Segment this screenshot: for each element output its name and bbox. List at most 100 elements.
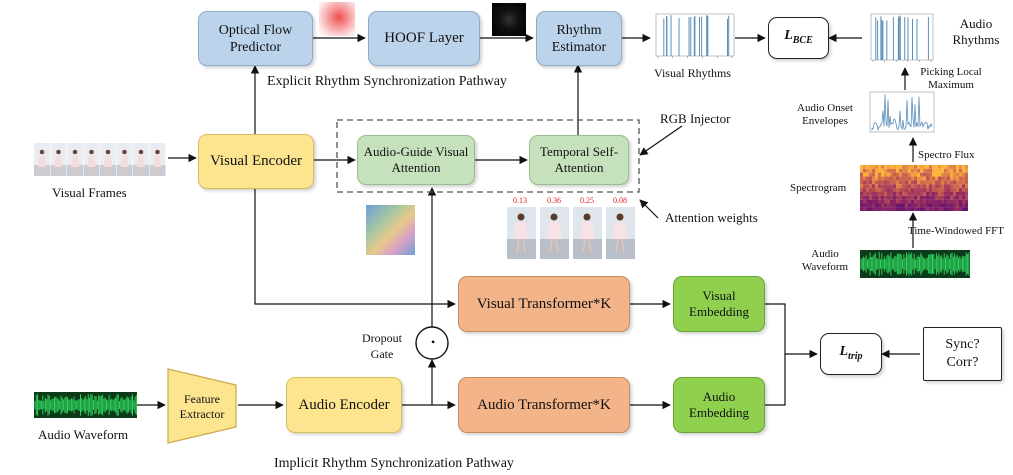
dancer-head	[39, 149, 45, 155]
spectrogram-cell	[941, 188, 945, 192]
spectrogram-cell	[896, 184, 900, 189]
spectrogram-cell	[929, 203, 933, 208]
frame-floor	[83, 165, 100, 176]
spectrogram-cell	[887, 184, 891, 189]
bce-loss-sub: BCE	[792, 34, 813, 46]
att-frame-floor	[606, 239, 635, 259]
spectrogram-cell	[914, 188, 918, 192]
spectrogram-cell	[872, 176, 876, 181]
spectrogram-cell	[941, 199, 945, 204]
spectrogram-cell	[878, 199, 882, 204]
spectrogram-cell	[902, 184, 906, 189]
attention-weight-1: 0.13	[513, 196, 527, 205]
spectrogram-cell	[953, 203, 957, 208]
spectrogram-cell	[920, 172, 924, 177]
dancer-head	[56, 149, 61, 155]
spectrogram-cell	[899, 188, 903, 192]
spectrogram-cell	[908, 168, 912, 173]
spectrogram-cell	[884, 188, 888, 192]
spectrogram-cell	[932, 184, 936, 189]
spectrogram-cell	[956, 199, 960, 204]
spectrogram-cell	[953, 184, 957, 189]
corr-label: Corr?	[946, 355, 979, 370]
spectrogram-cell	[860, 168, 864, 173]
spectrogram-cell	[926, 168, 930, 173]
spectrogram-cell	[893, 180, 897, 185]
spectrogram-cell	[959, 188, 963, 192]
spectrogram-cell	[944, 180, 948, 185]
dancer-leg	[39, 166, 42, 175]
spectrogram-cell	[911, 207, 915, 211]
spectrogram-cell	[890, 195, 894, 200]
spectrogram-cell	[869, 191, 873, 196]
spectrogram-cell	[869, 184, 873, 189]
spectrogram-cell	[914, 199, 918, 204]
spectrogram-cell	[929, 172, 933, 177]
spectrogram-cell	[944, 165, 948, 169]
spectrogram-cell	[935, 168, 939, 173]
dancer-leg	[108, 166, 111, 175]
audio-waveform-right-label: Audio Waveform	[801, 248, 849, 273]
spectrogram-cell	[875, 199, 879, 204]
spectrogram-cell	[890, 188, 894, 192]
spectrogram-cell	[899, 168, 903, 173]
spectrogram-cell	[914, 172, 918, 177]
spectrogram-cell	[923, 176, 927, 181]
frame-floor	[133, 165, 149, 176]
att-dancer-leg	[588, 238, 592, 254]
spectrogram-cell	[872, 165, 876, 169]
spectrogram-cell	[869, 195, 873, 200]
spectrogram-cell	[899, 195, 903, 200]
spectrogram-cell	[872, 203, 876, 208]
spectrogram-cell	[878, 184, 882, 189]
spectrogram-cell	[956, 165, 960, 169]
spectrogram-cell	[884, 180, 888, 185]
spectrogram-cell	[911, 191, 915, 196]
spectrogram-cell	[947, 207, 951, 211]
spectrogram-cell	[860, 188, 864, 192]
spectrogram-cell	[887, 188, 891, 192]
spectrogram-cell	[896, 188, 900, 192]
spectrogram-cell	[863, 199, 867, 204]
spectrogram-cell	[869, 207, 873, 211]
spectrogram-cell	[956, 176, 960, 181]
spectrogram-cell	[881, 203, 885, 208]
spectrogram-cell	[938, 203, 942, 208]
spectrogram-cell	[884, 165, 888, 169]
spectrogram-cell	[872, 188, 876, 192]
dancer-leg	[155, 166, 157, 175]
spectrogram-cell	[944, 168, 948, 173]
spectrogram-cell	[962, 203, 966, 208]
spectrogram-cell	[932, 188, 936, 192]
spectrogram-cell	[950, 191, 954, 196]
spectrogram-cell	[887, 168, 891, 173]
att-dancer-head	[550, 213, 558, 221]
spectrogram-cell	[899, 191, 903, 196]
att-dancer-head	[517, 213, 525, 221]
spectrogram-cell	[962, 191, 966, 196]
audio-waveform-left-image	[34, 392, 137, 418]
spectrogram-cell	[953, 180, 957, 185]
spectrogram-cell	[908, 203, 912, 208]
spectrogram-cell	[878, 191, 882, 196]
spectrogram-cell	[956, 168, 960, 173]
spectrogram-cell	[905, 207, 909, 211]
spectrogram-cell	[935, 184, 939, 189]
spectrogram-cell	[932, 195, 936, 200]
rgb-injector-region	[336, 119, 640, 193]
spectrogram-cell	[902, 188, 906, 192]
spectrogram-cell	[902, 168, 906, 173]
spectrogram-cell	[887, 176, 891, 181]
spectrogram-cell	[881, 207, 885, 211]
spectrogram-cell	[881, 195, 885, 200]
att-dancer-head	[616, 213, 624, 221]
spectrogram-cell	[920, 168, 924, 173]
spectrogram-cell	[956, 195, 960, 200]
spectrogram-cell	[866, 195, 870, 200]
line-aemb-to-trip	[765, 354, 786, 406]
spectrogram-cell	[884, 203, 888, 208]
spectrogram-cell	[860, 195, 864, 200]
spectrogram-cell	[863, 195, 867, 200]
spectrogram-cell	[878, 172, 882, 177]
audio-waveform-right-image	[860, 250, 970, 278]
